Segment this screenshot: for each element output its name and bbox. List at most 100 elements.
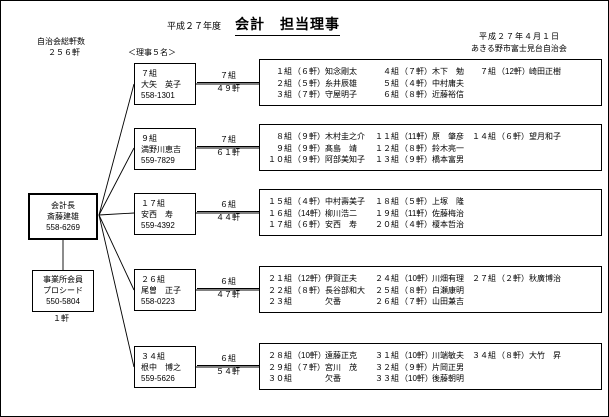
entry-group: ５組 [383, 78, 399, 88]
list-item: １１組（11軒）原 肇彦 [374, 131, 471, 143]
entry-houses: （４軒） [400, 78, 432, 88]
entry-name: 欠番 [325, 374, 341, 383]
entry-name: 近藤裕信 [432, 90, 464, 99]
members-column: ３４組（８軒）大竹 昇 [471, 350, 591, 385]
entry-name: 欠番 [325, 297, 341, 306]
members-box: ８組（９軒）木村圭之介 ９組（９軒）髙島 靖 １０組（９軒）阿部美知子 １１組（… [259, 124, 602, 171]
director-group: ７組 [141, 69, 157, 78]
entry-houses: （８軒） [400, 143, 432, 153]
list-item: ２２組（８軒）長谷部和大 [267, 285, 374, 297]
director-phone: 559-4392 [141, 221, 175, 230]
entry-houses: （７軒） [400, 297, 432, 306]
entry-name: 後藤朝明 [432, 374, 464, 383]
entry-group: ３組 [276, 90, 292, 99]
entry-houses [292, 296, 323, 308]
entry-group: １７組 [268, 220, 292, 229]
director-box: ９組 満野川恵吉 559-7829 [134, 128, 196, 170]
page-title: 会計 担当理事 [235, 14, 340, 36]
director-phone: 559-7829 [141, 156, 175, 165]
entry-houses: （７軒） [293, 90, 325, 99]
business-member-name: プロシード [43, 286, 83, 295]
entry-group: １３組 [375, 155, 399, 164]
entry-name: 橋本富男 [432, 155, 464, 164]
entry-group: ３４組 [472, 351, 496, 360]
director-name: 安西 寿 [141, 210, 173, 219]
director-name: 満野川恵吉 [141, 145, 181, 154]
entry-group: ９組 [276, 143, 292, 153]
list-item: ２９組（７軒）宮川 茂 [267, 362, 374, 374]
group-total-houses: ４４軒 [216, 213, 240, 222]
entry-name: 髙島 靖 [325, 143, 357, 153]
divider [197, 211, 259, 212]
entry-name: 上塚 隆 [432, 197, 464, 206]
chief-accountant-box: 会計長 斎藤建雄 558-6269 [28, 193, 98, 240]
director-box: ２６組 尾曽 正子 558-0223 [134, 269, 196, 311]
list-item: ２１組（12軒）伊賀正夫 [267, 273, 374, 285]
list-item: ３０組 欠番 [267, 373, 374, 385]
entry-group: ３０組 [268, 374, 292, 383]
entry-houses: （９軒） [293, 143, 325, 153]
divider [197, 288, 259, 289]
list-item: １組（６軒）知念剛太 [267, 66, 374, 78]
list-item: １９組（11軒）佐藤梅治 [374, 208, 471, 220]
members-column: １８組（５軒）上塚 隆 １９組（11軒）佐藤梅治 ２０組（４軒）榎本哲治 [374, 196, 471, 231]
entry-name: 木村圭之介 [325, 132, 365, 141]
list-item: ４組（７軒）木下 勉 [374, 66, 471, 78]
entry-houses: （11軒） [400, 208, 433, 218]
organization-name: あきる野市富士見台自治会 [471, 44, 567, 53]
entry-houses: （７軒） [400, 67, 432, 76]
list-item: ３３組（10軒）後藤朝明 [374, 373, 471, 385]
entry-name: 榎本哲治 [432, 220, 464, 229]
members-box: １５組（４軒）中村壽美子 １６組（14軒）柳川浩二 １７組（６軒）安西 寿 １８… [259, 189, 602, 236]
group-total-groups: ６組 [220, 354, 236, 363]
director-group: １７組 [141, 199, 165, 208]
list-item: ３４組（８軒）大竹 昇 [471, 350, 591, 362]
group-total: ６組 ４７軒 [197, 277, 259, 300]
entry-name: 佐藤梅治 [432, 208, 464, 218]
entry-houses: （10軒） [293, 351, 326, 360]
divider [197, 365, 259, 366]
total-households-value: ２５６軒 [48, 48, 80, 57]
entry-name: 長谷部和大 [325, 285, 365, 295]
entry-houses: （10軒） [400, 374, 433, 383]
entry-group: ２０組 [375, 220, 399, 229]
entry-group: ３２組 [375, 362, 399, 372]
entry-group: ２９組 [268, 362, 292, 372]
entry-houses: （４軒） [293, 197, 325, 206]
list-item: １６組（14軒）柳川浩二 [267, 208, 374, 220]
list-item: １８組（５軒）上塚 隆 [374, 196, 471, 208]
list-item: ２５組（８軒）白瀬康明 [374, 285, 471, 297]
entry-houses: （９軒） [293, 155, 325, 164]
entry-houses: （９軒） [400, 155, 432, 164]
list-item: ２０組（４軒）榎本哲治 [374, 219, 471, 231]
entry-group: ３３組 [375, 374, 399, 383]
entry-name: 中村壽美子 [325, 197, 365, 206]
entry-houses: （６軒） [293, 220, 325, 229]
members-column: ２１組（12軒）伊賀正夫 ２２組（８軒）長谷部和大 ２３組欠番 [267, 273, 374, 308]
business-member-role: 事業所会員 [43, 275, 83, 284]
director-box: ３４組 根中 博之 559-5626 [134, 346, 196, 388]
members-column: ３１組（10軒）川端敏夫 ３２組（９軒）片岡正男 ３３組（10軒）後藤朝明 [374, 350, 471, 385]
entry-houses: （９軒） [400, 362, 432, 372]
entry-houses: （２軒） [497, 274, 529, 283]
entry-houses: （８軒） [400, 285, 432, 295]
divider [197, 82, 259, 83]
entry-group: ２４組 [375, 274, 399, 283]
entry-group: ２２組 [268, 285, 292, 295]
entry-name: 柳川浩二 [325, 208, 357, 218]
list-item: １５組（４軒）中村壽美子 [267, 196, 374, 208]
entry-group: １９組 [375, 208, 399, 218]
group-total: ７組 ６１軒 [197, 135, 259, 158]
members-column [471, 196, 591, 231]
director-phone: 558-0223 [141, 297, 175, 306]
entry-group: ２１組 [268, 274, 292, 283]
group-total: ７組 ４９軒 [197, 71, 259, 94]
entry-group: １組 [276, 67, 292, 76]
entry-group: ２６組 [375, 297, 399, 306]
list-item: ８組（９軒）木村圭之介 [267, 131, 374, 143]
entry-name: 知念剛太 [325, 67, 357, 76]
entry-name: 糸井辰雄 [325, 78, 357, 88]
members-column: ２８組（10軒）遠藤正克 ２９組（７軒）宮川 茂 ３０組欠番 [267, 350, 374, 385]
list-item: ３２組（９軒）片岡正男 [374, 362, 471, 374]
business-member-phone: 550-5804 [46, 297, 80, 306]
